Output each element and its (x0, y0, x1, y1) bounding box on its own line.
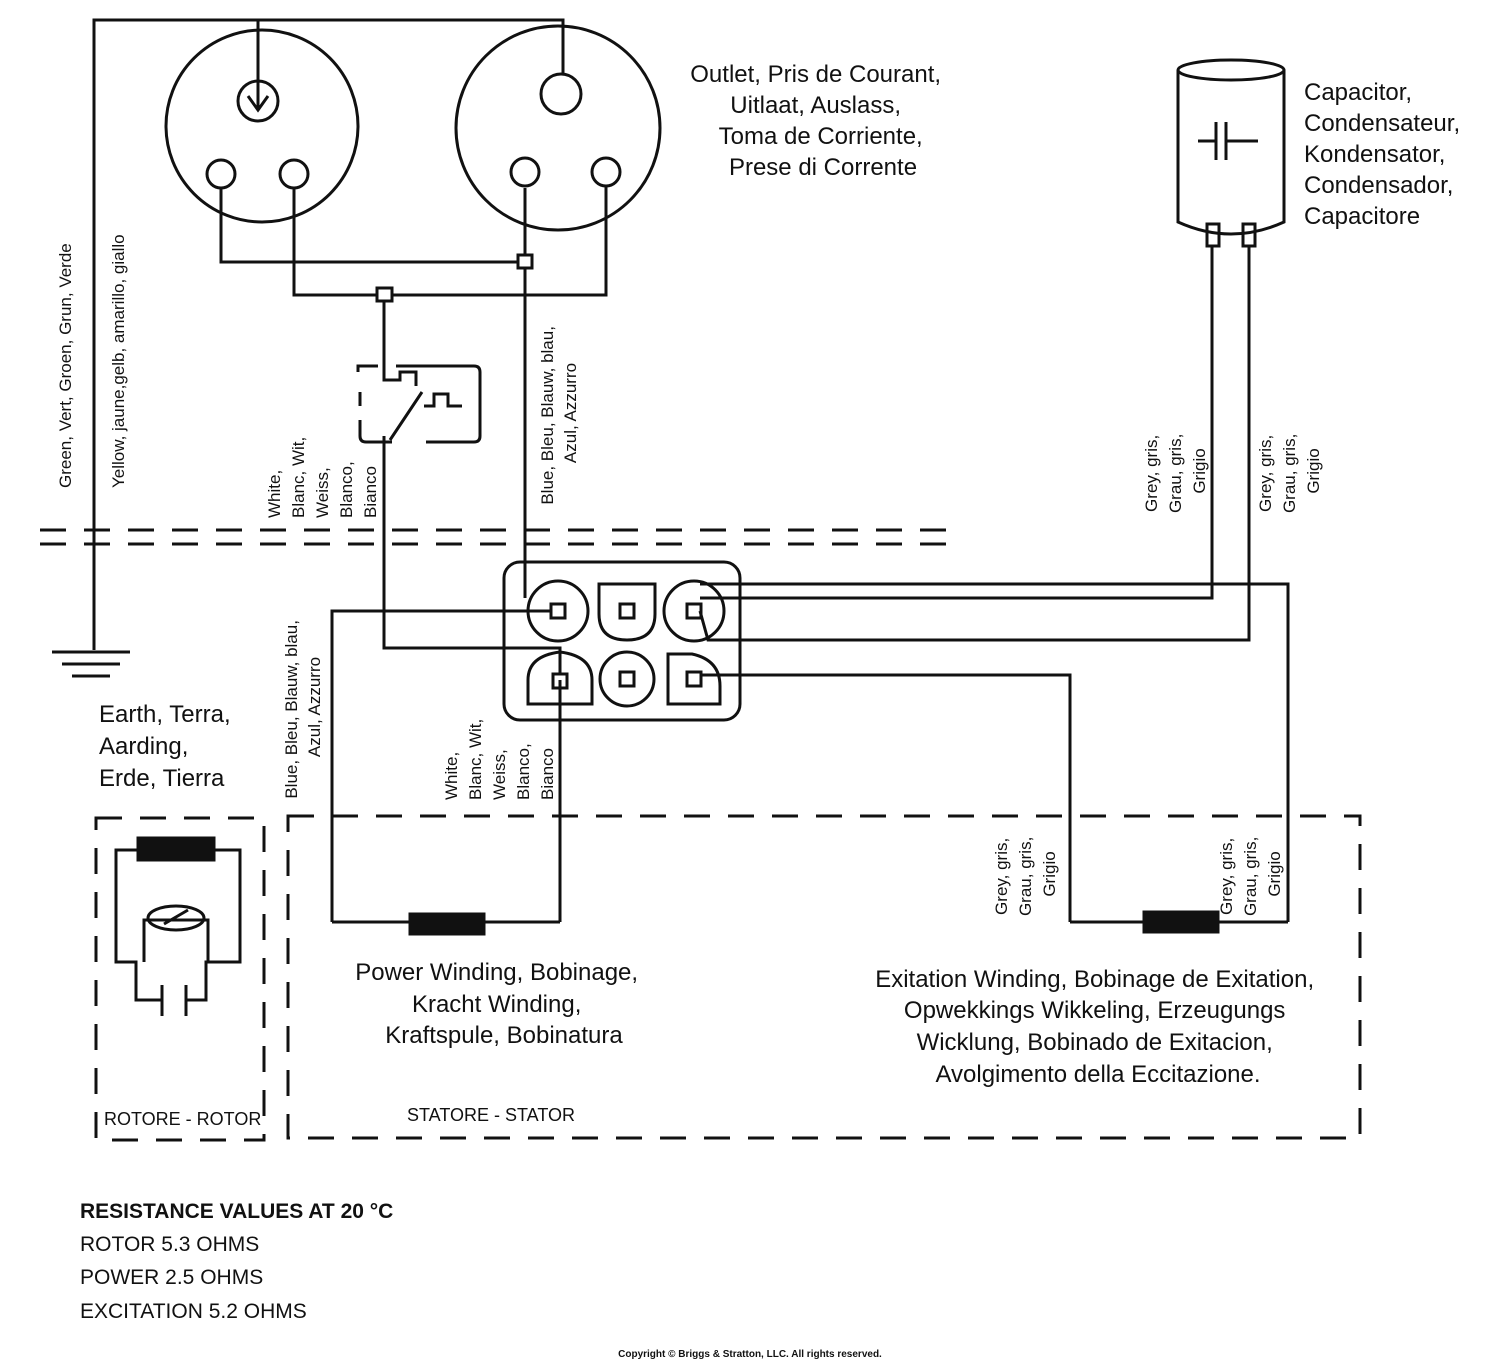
excitation-winding-label: Exitation Winding, Bobinage de Exitation… (875, 966, 1321, 1088)
outlet-label-line-2: Uitlaat, Auslass, (730, 92, 901, 119)
grey-wire-excitation-1 (700, 582, 1290, 922)
wire-label-white-upper: White, Blanc, Wit, Weiss, Blanco, Bianco (265, 432, 380, 518)
blue-wire-lower (330, 609, 551, 922)
grey-wire-capacitor-1 (700, 246, 1214, 600)
resistance-title: RESISTANCE VALUES AT 20 °C (80, 1200, 393, 1223)
wire-label-grey-2: Grey, gris, Grau, gris, Grigio (1256, 429, 1323, 513)
rotor-boundary (94, 816, 266, 1142)
wire-label-blue-lower: Blue, Bleu, Blauw, blau, Azul, Azzurro (282, 615, 324, 798)
earth-wire (92, 18, 565, 650)
earth-label-line-2: Aarding, (99, 733, 188, 760)
bus-wire-lower (292, 186, 608, 297)
outlet-label-line-4: Prese di Corrente (729, 154, 917, 181)
wire-label-blue-upper: Blue, Bleu, Blauw, blau, Azul, Azzurro (538, 321, 580, 504)
resistance-power: POWER 2.5 OHMS (80, 1266, 263, 1289)
excitation-winding-coil (1142, 910, 1220, 934)
wire-label-yellow: Yellow, jaune,gelb, amarillo, giallo (109, 234, 128, 488)
resistance-excitation: EXCITATION 5.2 OHMS (80, 1300, 307, 1323)
rotor-icon (114, 836, 242, 1016)
stator-label: STATORE - STATOR (407, 1105, 575, 1125)
wire-label-grey-4: Grey, gris, Grau, gris, Grigio (1217, 832, 1284, 916)
capacitor-label-line-2: Condensateur, (1304, 110, 1460, 137)
outlet-left (164, 28, 360, 224)
stator-boundary (286, 814, 1362, 1140)
circuit-breaker-icon (356, 364, 482, 444)
resistance-rotor: ROTOR 5.3 OHMS (80, 1233, 259, 1256)
earth-label-line-1: Earth, Terra, (99, 701, 231, 728)
outlet-label-line-1: Outlet, Pris de Courant, (690, 61, 941, 88)
earth-label-line-3: Erde, Tierra (99, 765, 225, 792)
capacitor-icon (1176, 58, 1286, 248)
power-winding-label: Power Winding, Bobinage, Kracht Winding,… (355, 959, 645, 1049)
power-winding-coil (408, 912, 486, 936)
earth-label: Earth, Terra, Aarding, Erde, Tierra (99, 701, 237, 792)
rotor-label: ROTORE - ROTOR (104, 1109, 261, 1129)
grey-wire-excitation-2 (700, 673, 1072, 922)
capacitor-label-line-1: Capacitor, (1304, 79, 1412, 106)
outlet-label: Outlet, Pris de Courant, Uitlaat, Auslas… (690, 61, 947, 181)
junction-upper (516, 253, 534, 270)
earth-arrow-icon (246, 95, 270, 113)
grey-wire-capacitor-2 (698, 246, 1251, 642)
white-wire-lower (382, 436, 562, 673)
copyright: Copyright © Briggs & Stratton, LLC. All … (618, 1349, 882, 1360)
capacitor-label-line-5: Capacitore (1304, 203, 1420, 230)
junction-lower (375, 286, 394, 303)
earth-ground-icon (52, 650, 130, 678)
capacitor-label-line-4: Condensador, (1304, 172, 1453, 199)
wire-label-grey-1: Grey, gris, Grau, gris, Grigio (1142, 429, 1209, 513)
bus-wire-upper (219, 188, 527, 264)
wire-label-green: Green, Vert, Groen, Grun, Verde (56, 243, 75, 488)
wire-label-white-lower: White, Blanc, Wit, Weiss, Blanco, Bianco (442, 714, 557, 800)
wire-label-grey-3: Grey, gris, Grau, gris, Grigio (992, 832, 1059, 916)
capacitor-label-line-3: Kondensator, (1304, 141, 1445, 168)
outlet-label-line-3: Toma de Corriente, (719, 123, 923, 150)
capacitor-label: Capacitor, Condensateur, Kondensator, Co… (1304, 79, 1467, 230)
outlet-right (454, 24, 662, 232)
